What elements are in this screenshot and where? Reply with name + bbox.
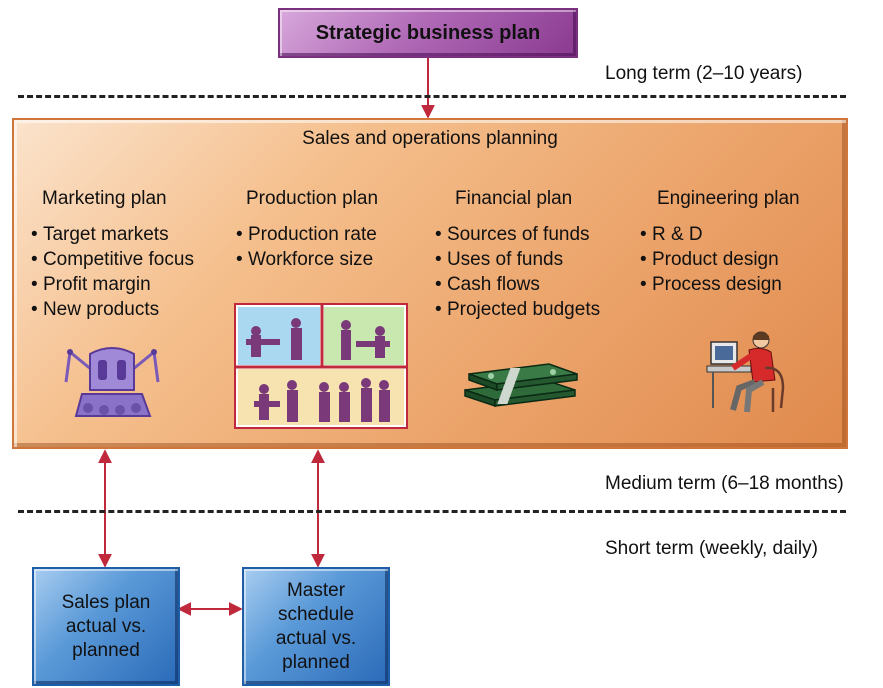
master-schedule-line: actual vs. xyxy=(275,627,357,649)
sales-plan-line: Sales plan xyxy=(61,591,151,613)
long-term-label: Long term (2–10 years) xyxy=(605,63,803,84)
marketing-plan-list: Target markets Competitive focus Profit … xyxy=(31,222,194,322)
financial-plan-heading: Financial plan xyxy=(455,188,573,209)
master-schedule-line: planned xyxy=(282,651,350,673)
list-item: Profit margin xyxy=(31,272,194,297)
robot-icon xyxy=(64,347,160,417)
marketing-plan-heading: Marketing plan xyxy=(42,188,167,209)
long-term-divider xyxy=(18,95,846,98)
master-schedule-line: Master xyxy=(286,579,346,601)
master-schedule-line: schedule xyxy=(277,603,355,625)
medium-term-divider xyxy=(18,510,846,513)
list-item: Target markets xyxy=(31,222,194,247)
sop-title: Sales and operations planning xyxy=(302,128,558,149)
master-schedule-box: Master schedule actual vs. planned xyxy=(242,567,390,686)
production-plan-list: Production rate Workforce size xyxy=(236,222,377,272)
medium-term-label: Medium term (6–18 months) xyxy=(605,473,844,494)
list-item: New products xyxy=(31,297,194,322)
financial-plan-list: Sources of funds Uses of funds Cash flow… xyxy=(435,222,600,322)
engineering-plan-heading: Engineering plan xyxy=(657,188,800,209)
sales-plan-box: Sales plan actual vs. planned xyxy=(32,567,180,686)
list-item: Sources of funds xyxy=(435,222,600,247)
engineering-plan-list: R & D Product design Process design xyxy=(640,222,782,297)
list-item: Projected budgets xyxy=(435,297,600,322)
list-item: Cash flows xyxy=(435,272,600,297)
list-item: Competitive focus xyxy=(31,247,194,272)
engineer-at-computer-icon xyxy=(706,331,785,413)
sales-plan-line: actual vs. xyxy=(65,615,147,637)
short-term-label: Short term (weekly, daily) xyxy=(605,538,818,559)
list-item: Uses of funds xyxy=(435,247,600,272)
list-item: R & D xyxy=(640,222,782,247)
sales-plan-line: planned xyxy=(72,639,140,661)
list-item: Production rate xyxy=(236,222,377,247)
money-stack-icon xyxy=(464,363,578,408)
list-item: Workforce size xyxy=(236,247,377,272)
list-item: Process design xyxy=(640,272,782,297)
production-plan-heading: Production plan xyxy=(246,188,379,209)
list-item: Product design xyxy=(640,247,782,272)
workers-icon xyxy=(234,303,408,429)
strategic-business-plan-box: Strategic business plan xyxy=(278,8,578,58)
